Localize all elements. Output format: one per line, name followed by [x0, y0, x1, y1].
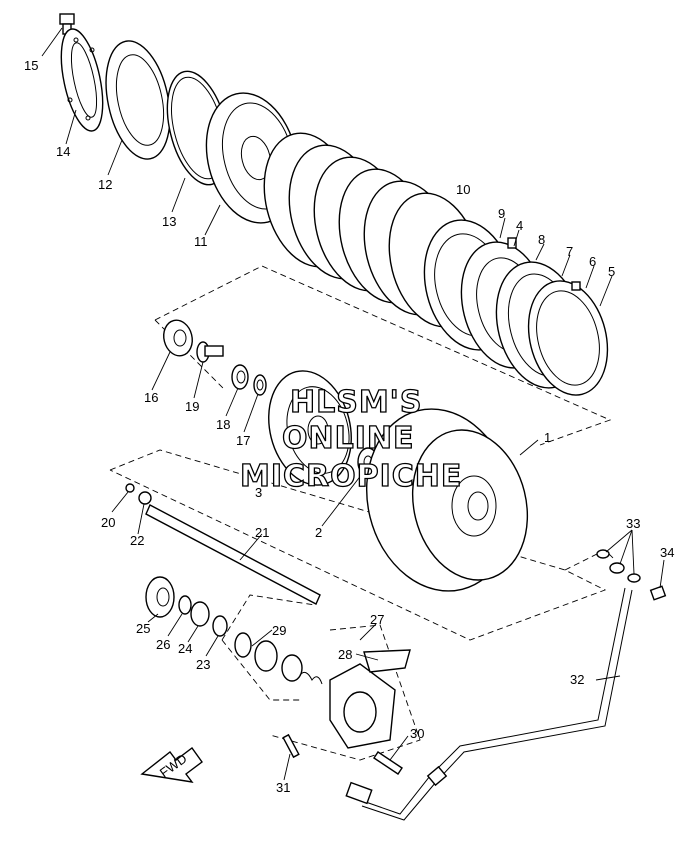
cover-plate-14: [60, 28, 104, 132]
fwd-arrow-icon: FWD: [140, 747, 203, 783]
callout-10: 10: [456, 182, 470, 197]
callout-33: 33: [626, 516, 640, 531]
callout-9: 9: [498, 206, 505, 221]
release-cylinder-27: [329, 663, 396, 749]
push-rod-19: [196, 341, 224, 363]
callout-1: 1: [544, 430, 551, 445]
callout-20: 20: [101, 515, 115, 530]
ball-20: [125, 483, 135, 493]
callout-19: 19: [185, 399, 199, 414]
callout-3: 3: [255, 485, 262, 500]
callout-21: 21: [255, 525, 269, 540]
watermark-line-3: MICROPICHE: [240, 459, 462, 494]
bolt-30: [373, 751, 403, 775]
callout-14: 14: [56, 144, 70, 159]
callout-8: 8: [538, 232, 545, 247]
watermark-line-2: ONLINE: [282, 421, 415, 456]
callout-24: 24: [178, 641, 192, 656]
callout-26: 26: [156, 637, 170, 652]
clutch-housing-1: [365, 408, 529, 592]
callout-12: 12: [98, 177, 112, 192]
callout-32: 32: [570, 672, 584, 687]
washer-18: [231, 364, 249, 390]
watermark: HLSM'S ONLINE MICROPICHE: [239, 384, 462, 494]
clutch-hub-rings-4-to-9: [423, 219, 609, 396]
union-bolt-34: [649, 585, 667, 601]
callout-29: 29: [272, 623, 286, 638]
callout-15: 15: [24, 58, 38, 73]
callout-6: 6: [589, 254, 596, 269]
callout-34: 34: [660, 545, 674, 560]
callout-5: 5: [608, 264, 615, 279]
bleeder-28: [363, 649, 411, 673]
gasket-12: [105, 40, 171, 160]
callout-23: 23: [196, 657, 210, 672]
watermark-line-1: HLSM'S: [290, 385, 422, 420]
callout-18: 18: [216, 417, 230, 432]
callout-28: 28: [338, 647, 352, 662]
piston-kit-29: [234, 632, 323, 685]
callout-27: 27: [370, 612, 384, 627]
ball-22: [138, 491, 152, 505]
callout-labels: 15 14 12 13 11 10 9 4 8 7 6 5 16 19 18 1…: [24, 58, 674, 795]
callout-22: 22: [130, 533, 144, 548]
washer-23: [212, 615, 228, 637]
callout-31: 31: [276, 780, 290, 795]
bolt-31: [282, 733, 300, 759]
o-ring-26: [178, 595, 192, 615]
push-rod-21: [145, 504, 321, 605]
callout-30: 30: [410, 726, 424, 741]
leader-lines: [41, 27, 665, 781]
clutch-hose-32: [345, 587, 633, 821]
callout-7: 7: [566, 244, 573, 259]
callout-11: 11: [194, 234, 208, 249]
assembly-boundary-lines: [109, 265, 616, 761]
bushing-24: [190, 601, 210, 627]
callout-16: 16: [144, 390, 158, 405]
callout-25: 25: [136, 621, 150, 636]
oil-seal-25: [145, 576, 175, 618]
washer-17: [253, 374, 267, 396]
callout-17: 17: [236, 433, 250, 448]
callout-13: 13: [162, 214, 176, 229]
bearing-16: [163, 319, 193, 357]
callout-4: 4: [516, 218, 523, 233]
callout-2: 2: [315, 525, 322, 540]
clutch-boss-3: [268, 370, 352, 486]
